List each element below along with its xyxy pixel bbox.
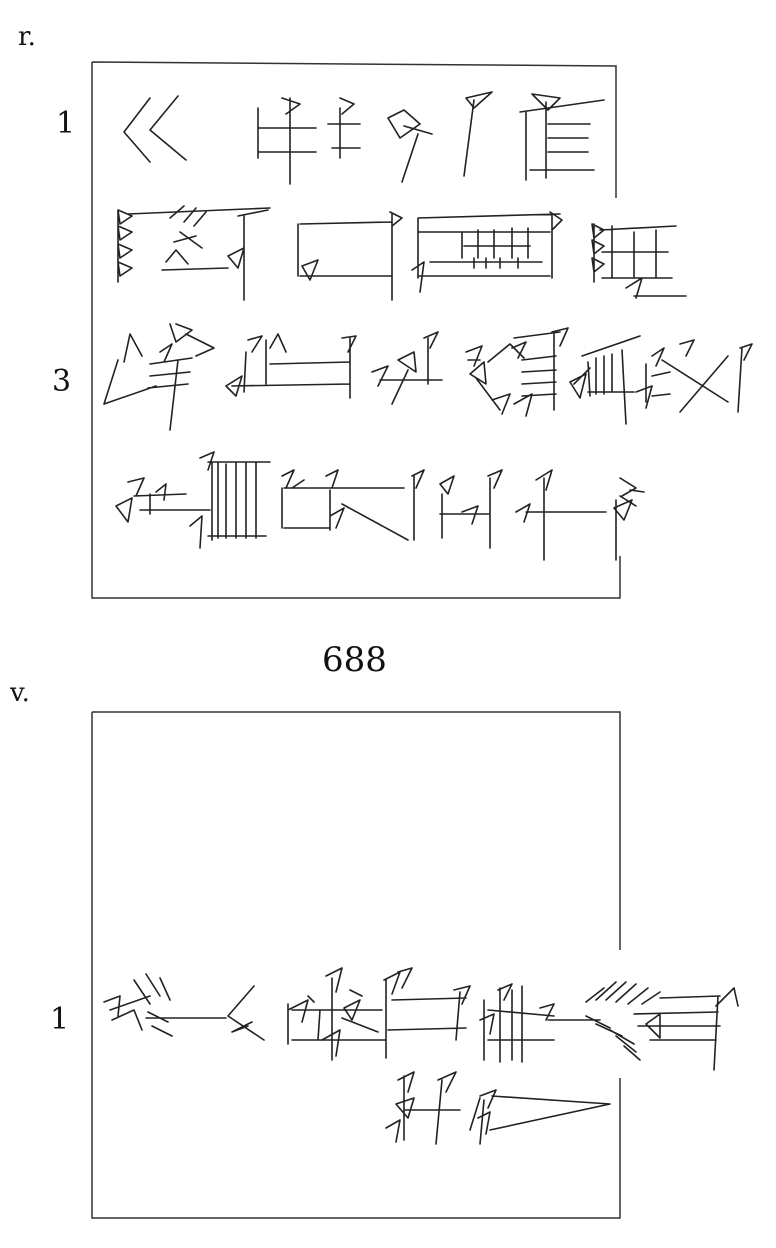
obverse-line-3-signs xyxy=(103,323,753,431)
obverse-line-4-signs xyxy=(115,451,645,561)
obverse-line-1-signs xyxy=(123,91,605,185)
tablet-number: 688 xyxy=(322,640,387,680)
obverse-line-number-1: 1 xyxy=(56,106,76,141)
reverse-line-number-1: 1 xyxy=(50,1002,70,1037)
reverse-frame xyxy=(91,711,621,1219)
obverse-line-2-signs xyxy=(117,205,687,301)
reverse-line-2-signs xyxy=(385,1071,611,1145)
obverse-frame xyxy=(91,61,621,599)
reverse-line-1-signs xyxy=(103,967,739,1071)
obverse-side-label: r. xyxy=(18,22,36,52)
reverse-side-label: v. xyxy=(10,678,30,708)
obverse-line-number-3: 3 xyxy=(52,364,72,399)
